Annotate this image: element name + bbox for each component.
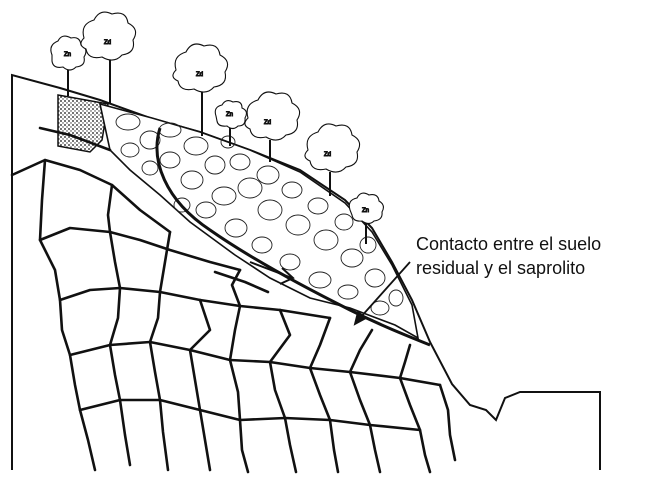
tree-label: Zd — [104, 40, 111, 46]
tree-5: Zd — [244, 91, 301, 162]
tree-6: Zd — [304, 123, 361, 196]
annotation-line-1: Contacto entre el suelo — [416, 234, 602, 254]
tree-label: Zn — [226, 112, 233, 118]
tree-4: Zn — [214, 99, 248, 146]
annotation-line-2: residual y el saprolito — [416, 258, 586, 278]
tree-label: Zd — [324, 152, 331, 158]
tree-7: Zn — [348, 192, 385, 244]
annotation-pointer — [353, 261, 411, 326]
tree-label: Zd — [264, 120, 271, 126]
cobbles — [115, 113, 404, 316]
movement-arrow — [249, 261, 295, 285]
tree-label: Zn — [362, 208, 369, 214]
rock-fractures — [10, 126, 457, 474]
contact-line — [155, 127, 431, 347]
ground-surface — [11, 73, 601, 470]
tree-3: Zd — [172, 43, 229, 136]
tree-label: Zd — [196, 72, 203, 78]
tree-label: Zn — [64, 52, 71, 58]
tree-1: Zn — [50, 35, 87, 96]
trees: Zn Zd Zd Zn — [50, 11, 385, 244]
tree-2: Zd — [80, 11, 137, 104]
contact-annotation: Contacto entre el suelo residual y el sa… — [416, 232, 646, 280]
